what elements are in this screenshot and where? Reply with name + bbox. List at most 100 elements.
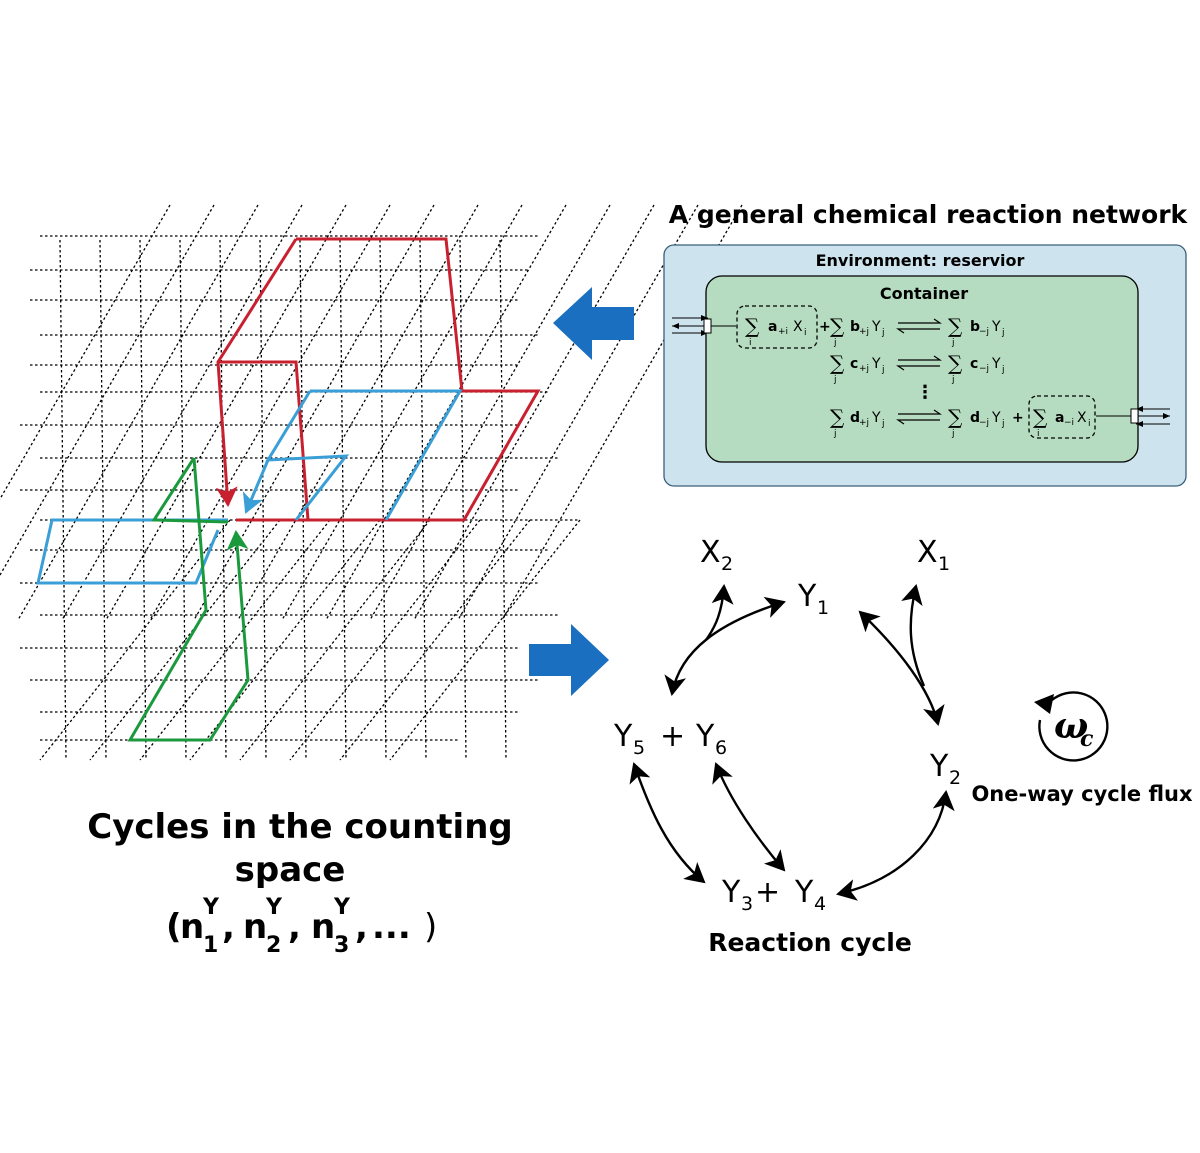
coef-a-plus: a	[768, 319, 777, 335]
coef-b-minus-sub: −j	[979, 327, 989, 337]
coef-d-minus: d	[970, 410, 980, 426]
svg-text:2: 2	[721, 553, 733, 575]
counting-space-lattice	[0, 204, 743, 761]
lattice-diagonal-line	[457, 204, 699, 621]
coef-b-minus: b	[970, 319, 980, 335]
tuple-comma3: ,	[355, 907, 368, 947]
svg-text:Y: Y	[613, 719, 633, 754]
species-x-2: X	[1077, 410, 1087, 426]
cycle-flux-icon: ω c	[1034, 691, 1109, 762]
omega-subscript: c	[1080, 726, 1094, 752]
species-x2: X 2	[700, 535, 733, 575]
plus-1: +	[819, 319, 831, 335]
sum-c-minus: ∑	[948, 351, 963, 375]
species-y-3-sub: j	[881, 365, 885, 375]
species-y-2: Y	[991, 319, 1001, 335]
x-plus-term-box	[736, 305, 818, 349]
lattice-column-line	[99, 239, 107, 761]
inflow-right	[1096, 406, 1170, 427]
sum-d-minus: ∑	[948, 405, 963, 429]
red-cycle	[215, 237, 541, 522]
lattice-caption-line1: Cycles in the counting	[87, 807, 512, 847]
tuple-ellipsis: ...	[372, 907, 411, 947]
lattice-column-line	[219, 239, 227, 761]
lattice-column-line	[179, 239, 187, 761]
tuple-n3-sup: Y	[333, 895, 351, 920]
tuple-n2-sub: 2	[266, 933, 281, 958]
coef-c-plus-sub: +j	[859, 364, 869, 374]
x-minus-term-box	[1028, 395, 1096, 439]
lattice-diagonal-line	[0, 204, 215, 577]
svg-text:2: 2	[949, 767, 961, 789]
reaction-cycle-caption: Reaction cycle	[708, 928, 912, 957]
svg-text:Y: Y	[794, 875, 814, 910]
lattice-column-line	[499, 239, 507, 761]
sum-b-plus: ∑	[830, 314, 845, 338]
container-box	[705, 275, 1139, 463]
sum-a-minus: ∑	[1033, 405, 1048, 429]
sum-a-plus-index: i	[749, 338, 752, 348]
plus-2: +	[1012, 410, 1024, 426]
tuple-n2-sup: Y	[265, 895, 283, 920]
species-y: Y	[871, 319, 881, 335]
lattice-diagonal-line	[0, 204, 171, 501]
svg-text:6: 6	[715, 737, 727, 759]
svg-text:Y: Y	[929, 749, 949, 784]
svg-text:+: +	[755, 875, 780, 910]
svg-text:Y: Y	[695, 719, 715, 754]
species-y3-y4: Y 3 + Y 4	[721, 875, 826, 915]
lattice-diagonal-line	[281, 204, 523, 621]
cycle-flux-label: One-way cycle flux	[971, 782, 1193, 806]
lattice-diagonal-line	[369, 204, 611, 621]
species-y-3: Y	[871, 356, 881, 372]
species-x-2-sub: i	[1088, 419, 1091, 429]
species-y2: Y 2	[929, 749, 961, 789]
species-y-4: Y	[991, 356, 1001, 372]
tuple-comma2: ,	[288, 907, 301, 947]
lattice-column-line	[459, 239, 467, 761]
lattice-diagonal-line	[105, 204, 347, 621]
lattice-diagonal-line	[239, 519, 431, 761]
coef-b-plus: b	[850, 319, 860, 335]
vertical-dots: ⋮	[916, 382, 934, 403]
lattice-diagonal-line	[389, 519, 581, 761]
tuple-open: (	[166, 907, 182, 947]
sum-c-plus: ∑	[830, 351, 845, 375]
lattice-diagonal-line	[89, 519, 281, 761]
tuple-close: )	[424, 907, 437, 947]
sum-d-minus-index: j	[951, 429, 955, 439]
svg-text:X: X	[700, 535, 721, 570]
coef-a-minus-sub: −i	[1064, 418, 1074, 428]
left-arrow	[553, 287, 634, 360]
reaction-b: ∑ i a +i X i + ∑ j b +j Y j ∑ j b −j Y j	[745, 314, 1005, 348]
species-x: X	[793, 319, 803, 335]
svg-text:1: 1	[817, 597, 829, 619]
sum-c-minus-index: j	[951, 375, 955, 385]
tuple-n1: n	[180, 907, 204, 947]
lattice-column-line	[299, 239, 307, 761]
sum-d-plus-index: j	[833, 429, 837, 439]
lattice-diagonal-line	[339, 519, 531, 761]
coef-d-plus-sub: +j	[859, 418, 869, 428]
tuple-n1-sub: 1	[203, 933, 218, 958]
tuple-comma1: ,	[222, 907, 235, 947]
species-y5-y6: Y 5 + Y 6	[613, 719, 727, 759]
svg-text:4: 4	[814, 893, 826, 915]
right-arrow	[529, 624, 609, 696]
lattice-column-line	[379, 239, 387, 761]
lattice-column-line	[419, 239, 427, 761]
sum-c-plus-index: j	[833, 375, 837, 385]
tuple-n1-sup: Y	[202, 895, 220, 920]
sum-b-plus-index: j	[833, 338, 837, 348]
svg-text:Y: Y	[797, 579, 817, 614]
network-title: A general chemical reaction network	[669, 200, 1189, 229]
tuple-n3-sub: 3	[334, 933, 349, 958]
species-y-6-sub: j	[1001, 419, 1005, 429]
environment-label: Environment: reservior	[816, 251, 1025, 270]
svg-text:X: X	[917, 535, 938, 570]
container-label: Container	[880, 284, 968, 303]
lattice-column-line	[59, 239, 67, 761]
species-y-5-sub: j	[881, 419, 885, 429]
lattice-diagonal-line	[193, 204, 435, 621]
svg-text:+: +	[660, 719, 685, 754]
